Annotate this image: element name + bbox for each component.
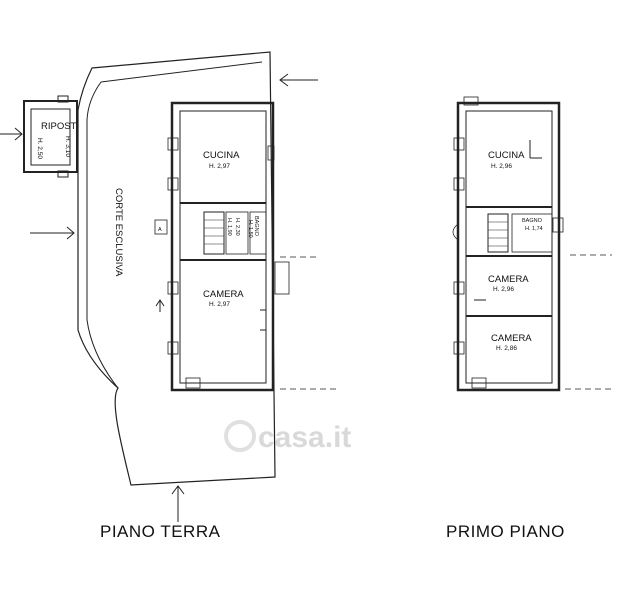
first-bagno-label: BAGNO [522, 218, 543, 224]
first-bagno-height: H. 1,74 [525, 226, 543, 232]
ground-cucina-label: CUCINA [203, 150, 240, 161]
window [453, 177, 465, 191]
window [167, 177, 179, 191]
window [167, 281, 179, 295]
court-inner-edge [86, 61, 263, 389]
first-cucina-height: H. 2,96 [491, 163, 512, 170]
ground-floor-plan [0, 51, 340, 522]
house-first-outer [456, 101, 561, 392]
arrow-icon [171, 485, 185, 522]
first-floor-title: PRIMO PIANO [446, 522, 565, 541]
arrow-icon [30, 226, 75, 240]
window [463, 96, 479, 106]
ripost-label: RIPOST [41, 121, 77, 132]
ground-bagno-label: BAGNO [253, 216, 259, 237]
first-cucina-label: CUCINA [488, 150, 525, 161]
ground-bagno-box [249, 211, 267, 255]
window [453, 341, 465, 355]
window [185, 377, 201, 389]
watermark-text: casa.it [258, 421, 351, 454]
ground-camera-height: H. 2,97 [209, 301, 230, 308]
ground-stair-height-a: H. 1,90 [226, 218, 232, 236]
arrow-icon [279, 73, 318, 87]
entrance-step [154, 219, 168, 235]
ground-stair-height-b: H. 2,30 [234, 218, 240, 236]
first-camera2-height: H. 2,86 [496, 345, 517, 352]
window [453, 281, 465, 295]
ripost-outer [23, 100, 78, 173]
door-letter: A [158, 227, 162, 233]
watermark: casa.it [224, 420, 351, 454]
window [167, 341, 179, 355]
ground-bagno-height: H. 1,50 [247, 220, 253, 238]
ripost-window [57, 95, 69, 103]
arrow-icon [155, 299, 165, 312]
first-stair [487, 213, 509, 253]
first-floor-plan [452, 96, 612, 392]
outside-step [274, 261, 290, 295]
first-camera1-label: CAMERA [488, 274, 529, 285]
ripost-height-b: H. 2,50 [36, 138, 43, 159]
ground-cucina-height: H. 2,97 [209, 163, 230, 170]
ripost-height-a: H. 3,10 [64, 136, 71, 157]
window [471, 377, 487, 389]
window [167, 137, 179, 151]
court-boundary [77, 51, 276, 486]
ripost-window [57, 170, 69, 178]
ground-camera-label: CAMERA [203, 289, 244, 300]
first-camera1-height: H. 2,96 [493, 286, 514, 293]
house-ground-outer [170, 101, 275, 392]
ground-closet [225, 211, 249, 255]
ground-stair [203, 211, 225, 255]
first-bagno-box [511, 213, 553, 253]
first-camera2-label: CAMERA [491, 333, 532, 344]
window [453, 137, 465, 151]
court-label: CORTE ESCLUSIVA [113, 188, 124, 277]
ground-floor-title: PIANO TERRA [100, 522, 221, 541]
arrow-icon [0, 127, 23, 141]
ripost-inner [30, 108, 71, 166]
